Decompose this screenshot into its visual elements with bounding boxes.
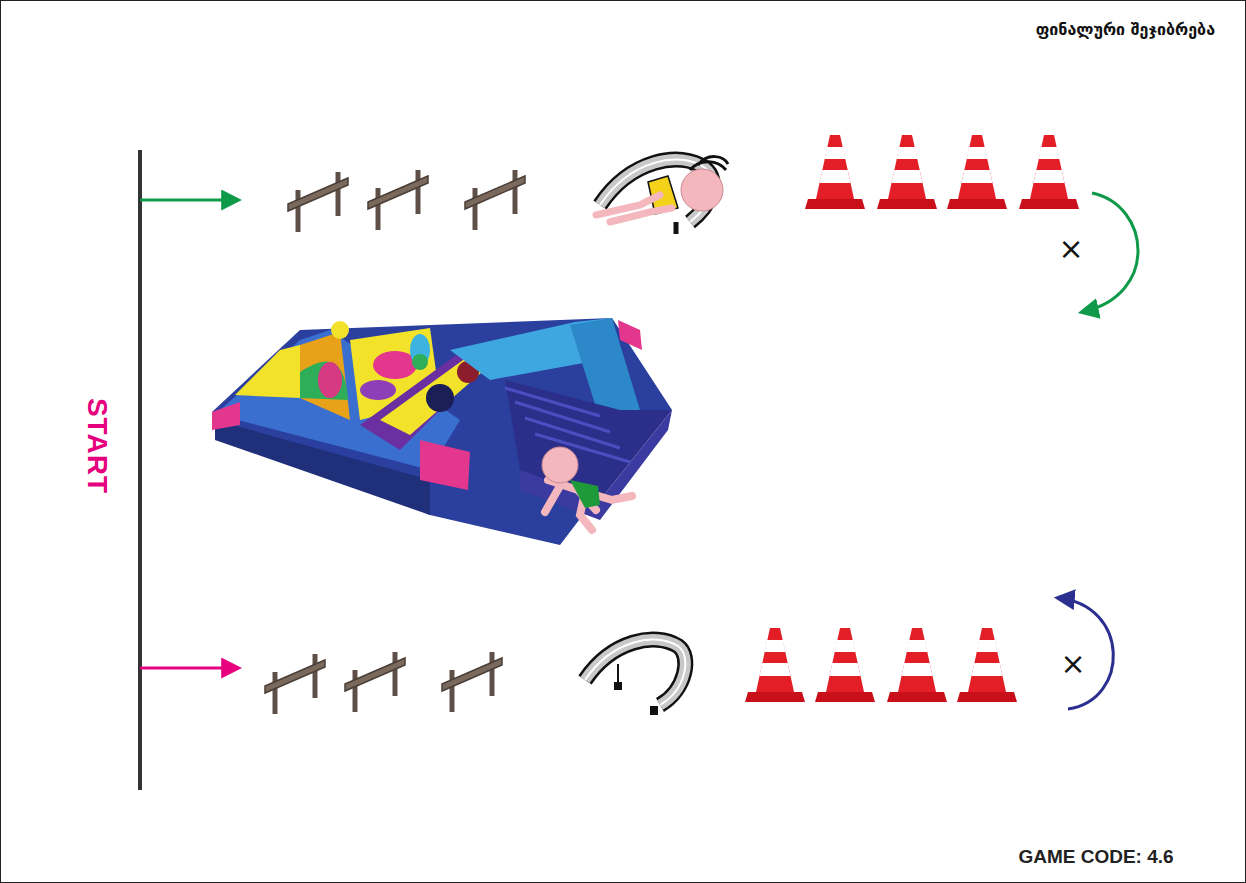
turn-arrow — [1058, 598, 1113, 709]
turn-mark: × — [1058, 234, 1083, 264]
start-line — [138, 150, 142, 790]
hurdle-row — [288, 170, 525, 232]
lane-arrow — [140, 199, 238, 202]
game-code: GAME CODE: 4.6 — [1018, 846, 1173, 868]
turn-mark: × — [1060, 649, 1085, 679]
turn-arrow — [1082, 193, 1138, 312]
page-title: ფინალური შეჯიბრება — [1036, 20, 1215, 39]
cone-row — [745, 628, 1017, 702]
lane-arrow — [140, 667, 238, 670]
crawl-tunnel — [585, 640, 685, 715]
crawl-tunnel — [596, 157, 728, 234]
inflatable-obstacle — [212, 318, 672, 545]
runner-figure — [542, 447, 632, 530]
start-label: START — [81, 398, 113, 494]
hurdle-row — [265, 652, 502, 714]
cone-row — [805, 135, 1079, 209]
